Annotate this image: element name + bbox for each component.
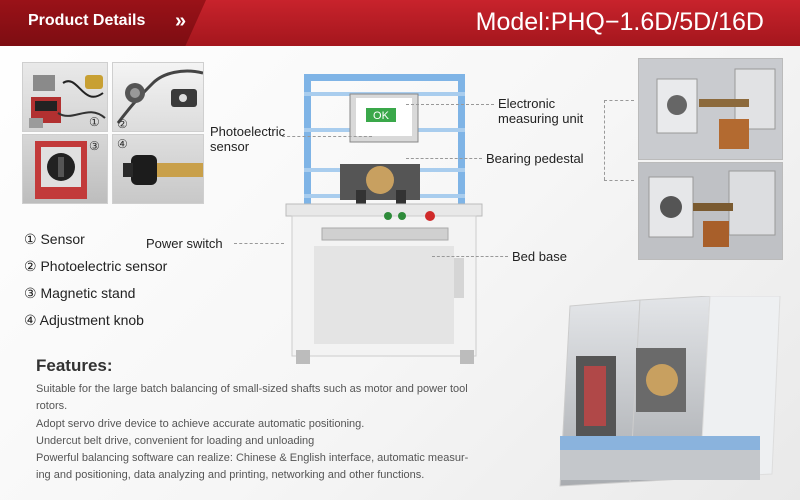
callout-line-photoelectric [282, 136, 372, 137]
adjustment-knob-illustration [123, 155, 203, 185]
feature-line: ing and positioning, data analyzing and … [36, 469, 425, 481]
callout-line-electronic [406, 104, 494, 105]
screen-ok-label: OK [373, 110, 390, 122]
accessory-number-1: ① [89, 115, 100, 129]
bearing-pedestal-photo-2 [638, 162, 783, 260]
legend-photoelectric-sensor: ② Photoelectric sensor [24, 258, 168, 274]
feature-line: Undercut belt drive, convenient for load… [36, 435, 315, 447]
callout-bed-base: Bed base [512, 249, 567, 264]
accessory-number-4: ④ [117, 137, 128, 151]
photoelectric-sensor-photo: ② [112, 62, 204, 132]
feature-line: rotors. [36, 400, 68, 412]
callout-photoelectric-sensor: Photoelectric sensor [210, 124, 286, 154]
chevron-right-icon: » [175, 10, 186, 32]
magnetic-stand-photo: ③ [22, 134, 108, 204]
balancing-machine-illustration: OK [285, 74, 483, 364]
bearing-pedestal-illustration-1 [639, 59, 782, 159]
feature-line: Powerful balancing software can realize:… [36, 452, 469, 464]
model-title: Model:PHQ−1.6D/5D/16D [475, 8, 764, 36]
connector-line-vertical [604, 100, 605, 180]
bearing-pedestal-photo-1 [638, 58, 783, 160]
legend-adjustment-knob: ④ Adjustment knob [24, 312, 144, 328]
machine-closeup-photo [559, 296, 781, 487]
accessory-number-3: ③ [89, 139, 100, 153]
header-title: Product Details [28, 12, 146, 29]
legend-sensor: ① Sensor [24, 231, 85, 247]
feature-line: Suitable for the large batch balancing o… [36, 383, 468, 395]
photoelectric-sensor-illustration [116, 69, 203, 124]
header-tab [0, 0, 206, 46]
sensor-illustration [29, 75, 106, 128]
feature-line: Adopt servo drive device to achieve accu… [36, 418, 365, 430]
connector-line-bottom [604, 180, 634, 181]
callout-line-power [234, 243, 284, 244]
header-bar: Product Details » Model:PHQ−1.6D/5D/16D [0, 0, 800, 46]
sensor-photo: ① [22, 62, 108, 132]
magnetic-stand-illustration [35, 141, 87, 199]
adjustment-knob-photo: ④ [112, 134, 204, 204]
accessory-number-2: ② [117, 117, 128, 131]
connector-line-top [604, 100, 634, 101]
features-title: Features: [36, 356, 113, 375]
callout-electronic-measuring-unit: Electronic measuring unit [498, 96, 584, 126]
callout-line-bearing [406, 158, 482, 159]
callout-bearing-pedestal: Bearing pedestal [486, 151, 584, 166]
callout-power-switch: Power switch [146, 236, 223, 251]
callout-line-bed [432, 256, 508, 257]
legend-magnetic-stand: ③ Magnetic stand [24, 285, 136, 301]
bearing-pedestal-illustration-2 [639, 163, 782, 259]
